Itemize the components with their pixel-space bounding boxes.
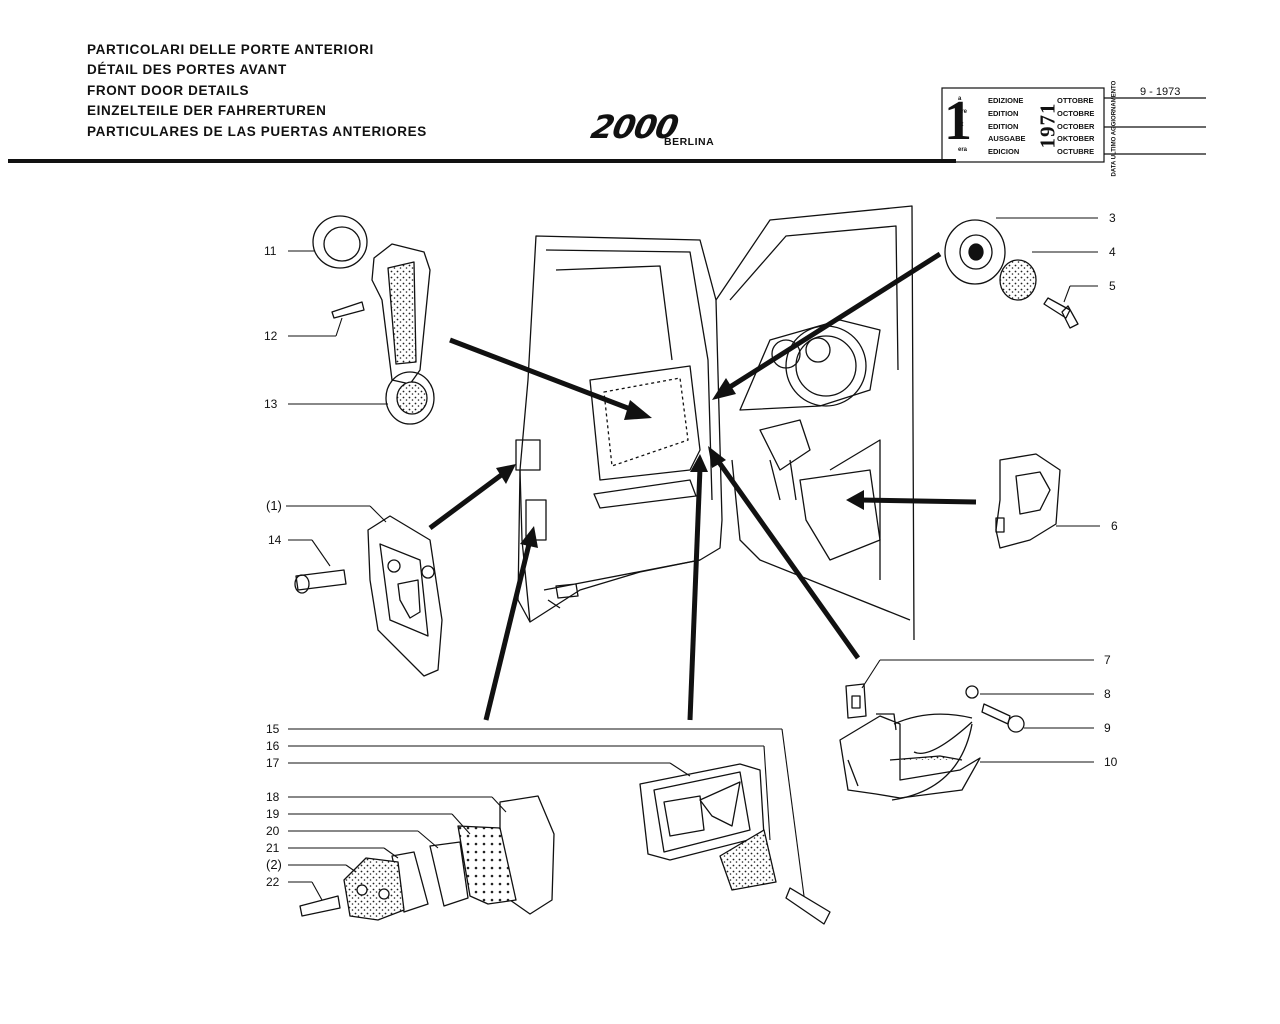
edition-ordinals: a ere st e era [958, 93, 967, 157]
callout-9: 9 [1104, 721, 1111, 735]
title-german: EINZELTEILE DER FAHRERTUREN [87, 103, 327, 119]
callout-20: 20 [266, 824, 280, 838]
header-titles: PARTICOLARI DELLE PORTE ANTERIORI DÉTAIL… [87, 40, 427, 142]
countersunk-screw-part [295, 569, 347, 591]
striker-plate-part [995, 453, 1061, 549]
month-it: OTTOBRE [1057, 96, 1094, 105]
edition-word-de: AUSGABE [988, 134, 1026, 144]
leader-lines [286, 217, 1100, 901]
ordinal-en: st [958, 121, 964, 128]
lock-plate-screw-part [299, 895, 341, 917]
edition-word-es: EDICION [988, 147, 1020, 157]
edition-number: 1 [944, 90, 972, 152]
ordinal-fr: ere [958, 108, 968, 115]
model-name: BERLINA [664, 136, 715, 148]
lock-washer-part [965, 685, 979, 699]
update-date: 9 - 1973 [1140, 86, 1181, 98]
callout-22: 22 [266, 875, 280, 889]
callout-21: 21 [266, 841, 280, 855]
callout-14: 14 [268, 533, 282, 547]
callout-2: (2) [266, 857, 282, 872]
callout-17: 17 [266, 756, 280, 770]
callout-5: 5 [1109, 279, 1116, 293]
callout-7: 7 [1104, 653, 1111, 667]
bezel-ring-part [312, 215, 368, 269]
inner-handle-part [839, 713, 981, 799]
callout-1: (1) [266, 498, 282, 513]
gasket-part [429, 841, 469, 907]
edition-months: OTTOBRE OCTOBRE OCTOBER OKTOBER OCTUBRE [1057, 95, 1094, 159]
callout-3: 3 [1109, 211, 1116, 225]
indicator-arrows [428, 251, 977, 721]
month-fr: OCTOBRE [1057, 108, 1095, 118]
tapping-screw-part [1043, 297, 1079, 329]
ordinal-de: e [958, 134, 962, 141]
callout-18: 18 [266, 790, 280, 804]
edition-word-en: EDITION [988, 121, 1019, 131]
perforated-gasket-part [457, 825, 517, 905]
clip-nut-part [845, 683, 867, 719]
callout-12: 12 [264, 329, 278, 343]
escutcheon-screw-part [785, 887, 831, 925]
callout-8: 8 [1104, 687, 1111, 701]
door-illustration [515, 235, 723, 623]
callout-10: 10 [1104, 755, 1118, 769]
window-crank-part [371, 243, 435, 425]
lock-cylinder-plate-part [343, 857, 405, 921]
ordinal-it: a [958, 96, 962, 102]
title-italian: PARTICOLARI DELLE PORTE ANTERIORI [87, 42, 374, 57]
callout-13: 13 [264, 397, 278, 411]
month-de: OKTOBER [1057, 134, 1095, 144]
edition-word-fr: EDITION [988, 108, 1019, 118]
callout-6: 6 [1111, 519, 1118, 533]
edition-word-it: EDIZIONE [988, 96, 1024, 105]
month-es: OCTUBRE [1057, 147, 1095, 157]
car-body-illustration [715, 205, 915, 641]
callout-11: 11 [264, 244, 277, 258]
callout-16: 16 [266, 739, 280, 753]
month-en: OCTOBER [1057, 121, 1095, 131]
ordinal-es: era [958, 147, 968, 154]
felt-cap-part [999, 259, 1037, 301]
header-rule [8, 159, 956, 163]
title-spanish: PARTICULARES DE LAS PUERTAS ANTERIORES [87, 123, 427, 139]
edition-words: EDIZIONE EDITION EDITION AUSGABE EDICION [988, 95, 1026, 159]
door-lock-knob-part [944, 219, 1006, 285]
escutcheon-pad-part [719, 829, 777, 891]
callout-15: 15 [266, 722, 280, 736]
callout-19: 19 [266, 807, 280, 821]
inner-screw-part [981, 703, 1025, 733]
lock-plate-part [367, 515, 443, 677]
callout-4: 4 [1109, 245, 1116, 259]
handle-pointer-arrows [891, 713, 973, 801]
title-english: FRONT DOOR DETAILS [87, 82, 250, 98]
title-french: DÉTAIL DES PORTES AVANT [87, 62, 287, 78]
small-screw-part [331, 301, 365, 319]
